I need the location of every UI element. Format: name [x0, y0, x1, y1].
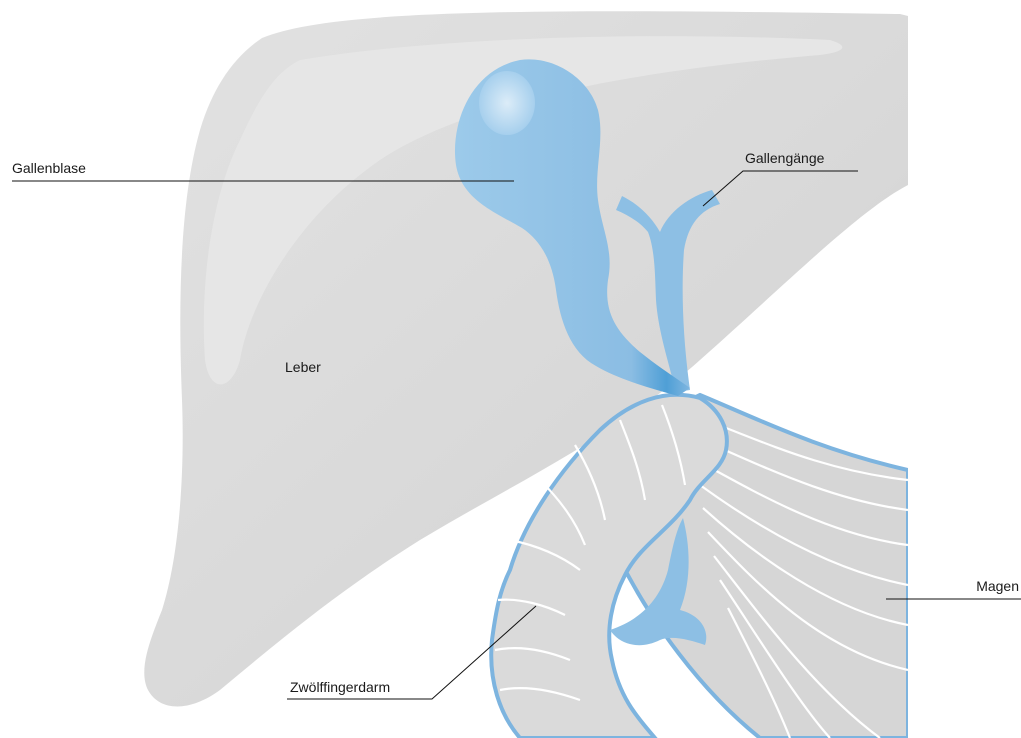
label-stomach: Magen — [976, 578, 1019, 594]
label-bile-ducts: Gallengänge — [745, 150, 825, 166]
label-liver: Leber — [285, 359, 321, 375]
gallbladder-shine — [479, 71, 535, 135]
label-gallbladder: Gallenblase — [12, 160, 86, 176]
label-duodenum: Zwölffingerdarm — [290, 679, 390, 695]
